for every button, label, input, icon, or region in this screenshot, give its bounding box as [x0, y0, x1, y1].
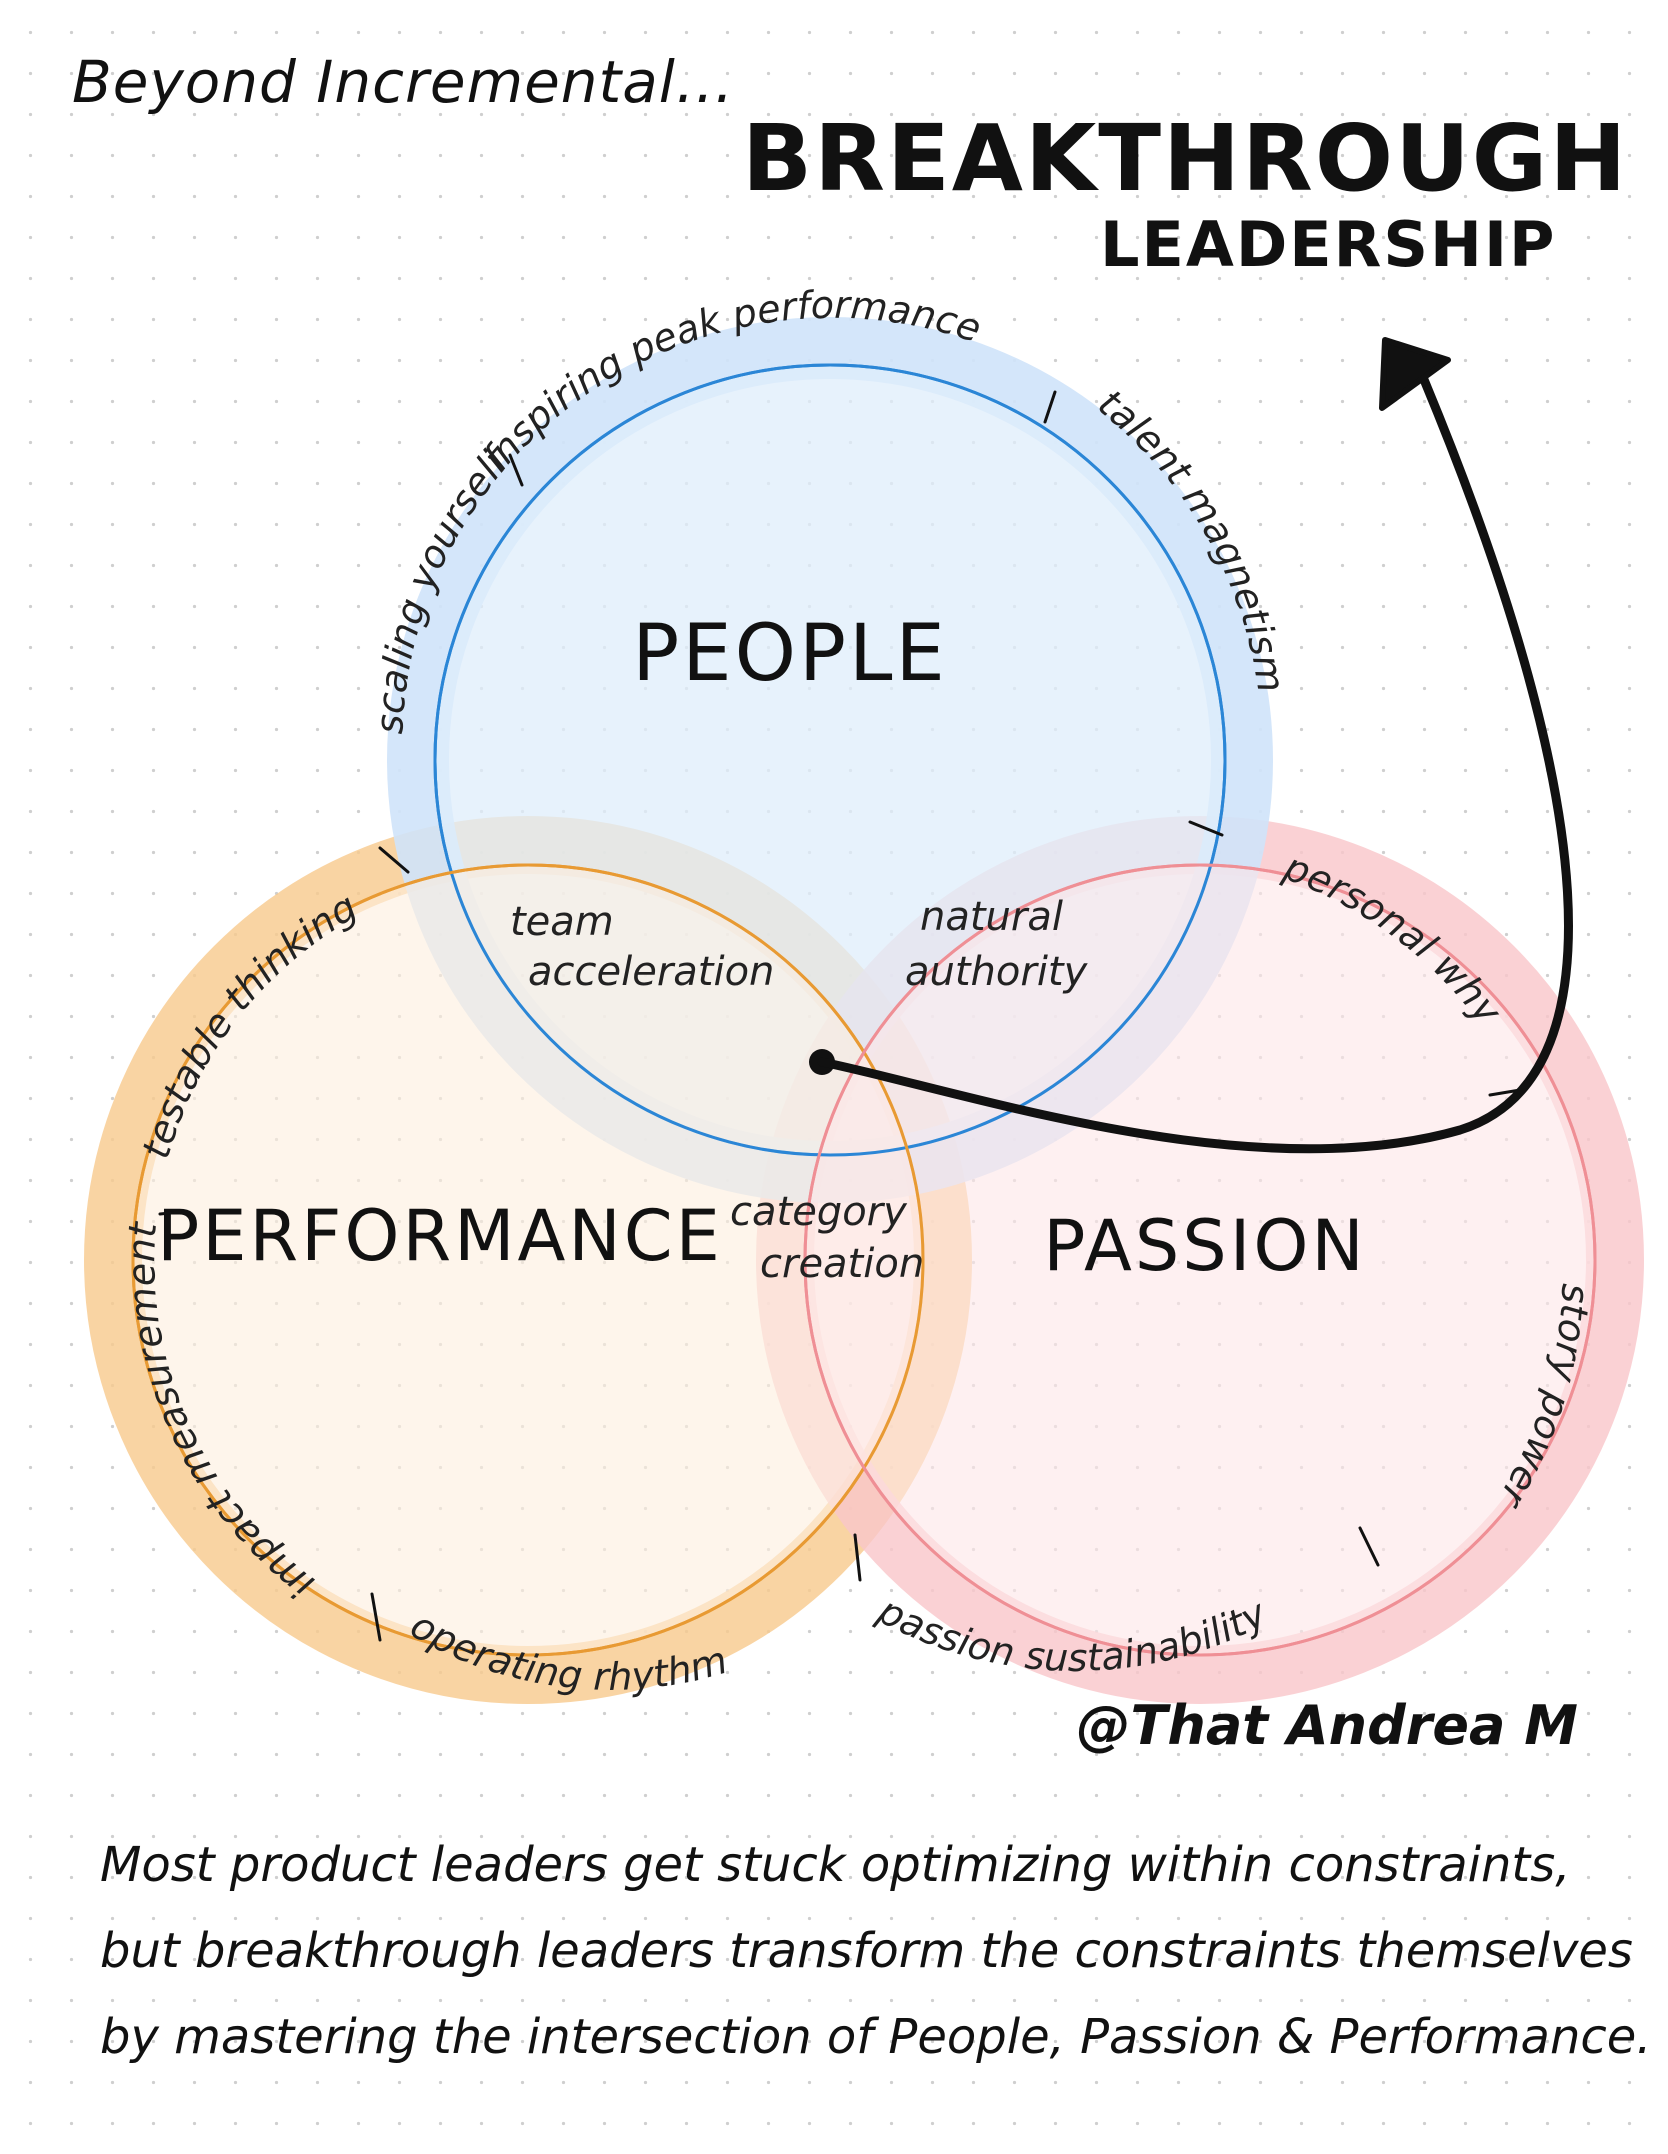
passion-label: PASSION [1043, 1205, 1367, 1287]
natural-authority-label: natural authority [905, 894, 1089, 995]
page-title: BREAKTHROUGH [742, 105, 1629, 212]
people-label: PEOPLE [632, 609, 948, 699]
divider-tick [370, 1592, 382, 1642]
divider-tick [1358, 1526, 1380, 1567]
passion-outline [803, 863, 1597, 1657]
divider-tick [158, 1210, 182, 1216]
divider-tick [853, 1533, 862, 1582]
summary-line: by mastering the intersection of People,… [100, 2009, 1652, 2065]
divider-tick [508, 453, 524, 487]
people-outline [433, 363, 1227, 1157]
summary-line: but breakthrough leaders transform the c… [100, 1923, 1633, 1979]
team-acceleration-label: team acceleration [510, 899, 774, 995]
category-creation-label: category creation [730, 1189, 924, 1287]
divider-tick [1043, 390, 1057, 424]
performance-label: PERFORMANCE [157, 1195, 723, 1277]
divider-tick [1188, 820, 1224, 837]
summary-line: Most product leaders get stuck optimizin… [100, 1837, 1571, 1893]
page-subtitle: LEADERSHIP [1100, 208, 1557, 281]
kicker-text: Beyond Incremental... [72, 48, 735, 116]
summary-text: Most product leaders get stuck optimizin… [100, 1822, 1652, 2080]
breakthrough-arrow [817, 365, 1573, 1154]
performance-outline [131, 863, 925, 1657]
divider-tick [378, 846, 410, 874]
attribution: @That Andrea M [1076, 1694, 1578, 1757]
arrowhead-icon [1379, 337, 1451, 411]
divider-tick [1488, 1088, 1522, 1097]
halo-dividers [158, 390, 1522, 1642]
